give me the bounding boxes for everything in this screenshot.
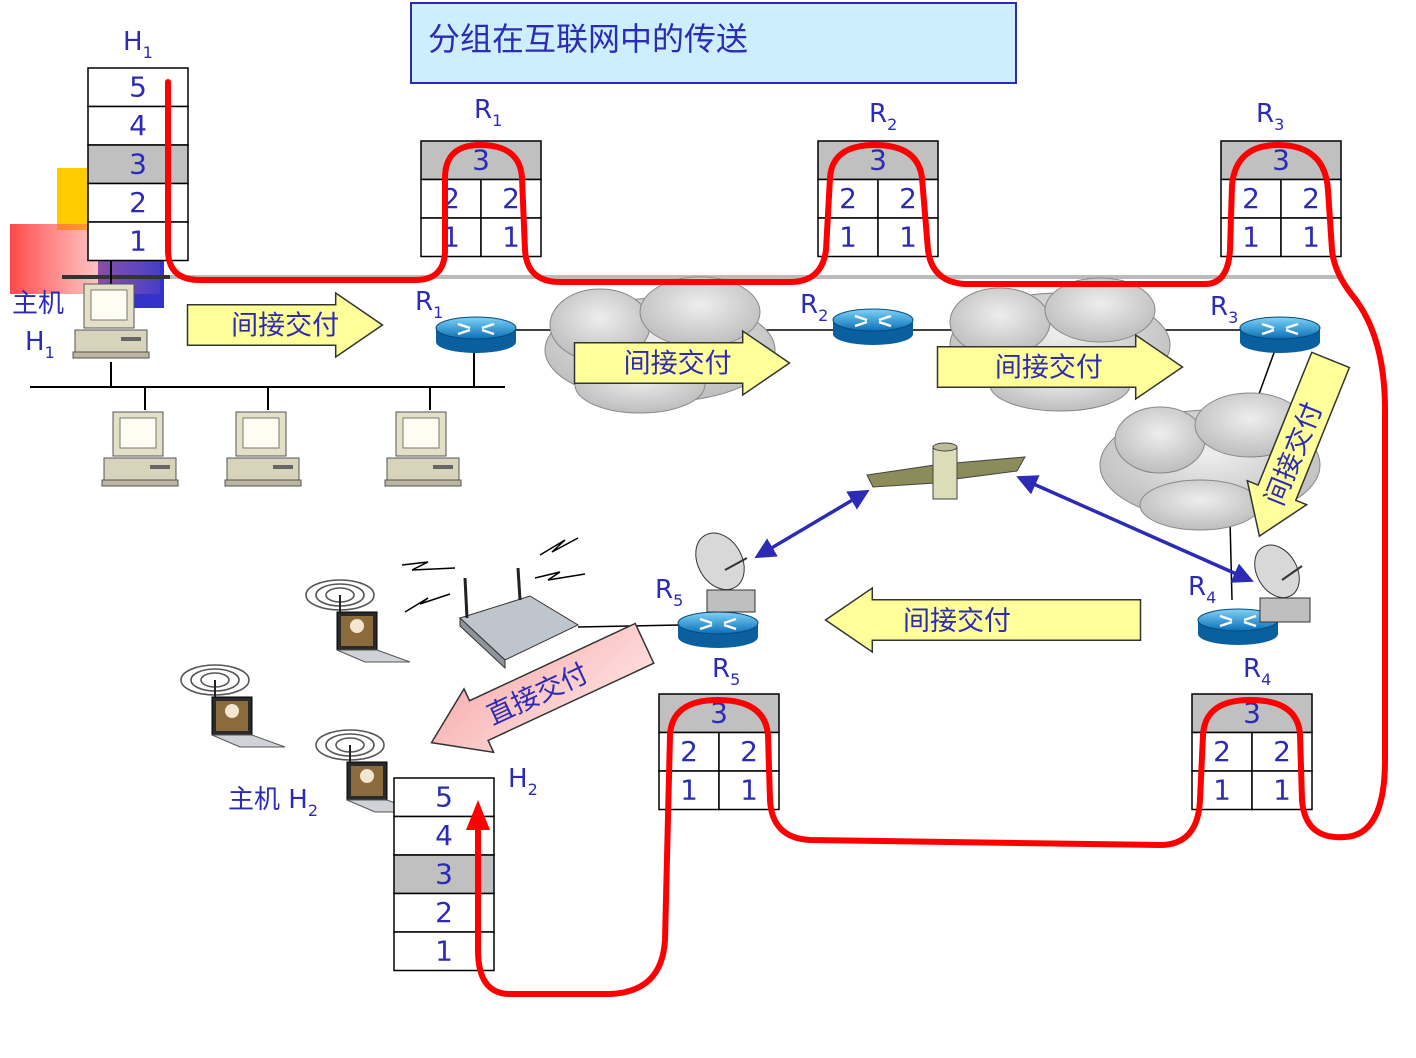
layer-number: 1 xyxy=(1302,220,1320,253)
layer-number: 2 xyxy=(1213,735,1231,768)
layer-number: 1 xyxy=(435,934,453,967)
indirect-delivery-arrow-3-label: 间接交付 xyxy=(995,353,1103,384)
layer-number: 3 xyxy=(710,696,728,729)
layer-number: 3 xyxy=(1272,143,1290,176)
wireless-access-point-icon xyxy=(459,567,580,670)
dish-antenna-icon-r4 xyxy=(1254,544,1311,623)
layer-number: 4 xyxy=(129,109,147,142)
router-stack-label: R1 xyxy=(474,95,502,130)
router-icon-label: R1 xyxy=(415,287,443,322)
indirect-delivery-arrow-5: 间接交付 xyxy=(824,586,1142,654)
indirect-delivery-arrow-2: 间接交付 xyxy=(573,329,791,397)
layer-number: 1 xyxy=(1213,773,1231,806)
host-labels: H1 主机 H1 H2 主机 H2 xyxy=(12,27,538,820)
indirect-delivery-arrow-2-label: 间接交付 xyxy=(624,349,732,380)
diagram-title: 分组在互联网中的传送 xyxy=(428,20,749,58)
packet-path-arrowhead xyxy=(466,800,490,830)
router-icon-label: R4 xyxy=(1188,572,1216,607)
layer-number: 2 xyxy=(839,182,857,215)
host1-computer-icon xyxy=(72,283,150,359)
router-icon-label: R5 xyxy=(655,575,683,610)
laptops xyxy=(180,579,421,813)
satellite-icon xyxy=(866,442,1026,500)
computers xyxy=(72,283,462,487)
layer-number: 1 xyxy=(502,220,520,253)
host1-stack-label: H1 xyxy=(123,27,153,62)
layer-number: 3 xyxy=(869,143,887,176)
host1-protocol-stack: 5 4 3 2 1 xyxy=(87,67,189,262)
host1-caption-main: 主机 xyxy=(12,289,64,319)
layer-number: 3 xyxy=(435,857,453,890)
layer-number: 1 xyxy=(1242,220,1260,253)
layer-number: 5 xyxy=(435,780,453,813)
lightning-icons xyxy=(401,537,586,613)
layer-number: 3 xyxy=(472,143,490,176)
layer-number: 2 xyxy=(899,182,917,215)
layer-number: 2 xyxy=(435,896,453,929)
host1-caption-h: H1 xyxy=(25,327,55,362)
router-icon xyxy=(435,316,517,353)
indirect-delivery-arrow-1: 间接交付 xyxy=(186,291,384,359)
indirect-delivery-arrow-3: 间接交付 xyxy=(936,333,1184,401)
router-stack-label: R2 xyxy=(869,99,897,134)
layer-number: 4 xyxy=(435,819,453,852)
lan-computer-icon xyxy=(384,411,462,487)
router-stack-label: R3 xyxy=(1256,99,1284,134)
layer-number: 1 xyxy=(740,773,758,806)
router-icon xyxy=(1197,608,1279,645)
router-icon xyxy=(1239,316,1321,353)
layer-number: 2 xyxy=(129,186,147,219)
indirect-delivery-arrow-5-label: 间接交付 xyxy=(903,606,1011,637)
layer-number: 1 xyxy=(899,220,917,253)
layer-number: 2 xyxy=(1242,182,1260,215)
host2-caption: 主机 H2 xyxy=(228,785,318,820)
lan-computer-icon xyxy=(224,411,302,487)
router-icon-label: R2 xyxy=(800,290,828,325)
layer-number: 2 xyxy=(1302,182,1320,215)
packet-path xyxy=(165,79,1388,997)
indirect-delivery-arrow-1-label: 间接交付 xyxy=(231,311,339,342)
router-stack-label: R4 xyxy=(1243,654,1271,689)
title-box: 分组在互联网中的传送 xyxy=(410,2,1017,84)
lan-computer-icon xyxy=(101,411,179,487)
router-icon xyxy=(832,308,914,345)
dish-antenna-icon-r5 xyxy=(695,532,756,613)
layer-number: 3 xyxy=(1243,696,1261,729)
layer-number: 1 xyxy=(129,224,147,257)
layer-number: 5 xyxy=(129,70,147,103)
wireless-laptop-icon xyxy=(305,579,411,663)
wireless-laptop-icon xyxy=(315,729,421,813)
router-icon-label: R3 xyxy=(1210,292,1238,327)
layer-number: 1 xyxy=(839,220,857,253)
delivery-arrows: 间接交付间接交付间接交付间接交付间接交付直接交付 xyxy=(186,291,1351,754)
layer-number: 2 xyxy=(1273,735,1291,768)
satellite-links xyxy=(754,475,1254,583)
layer-number: 2 xyxy=(502,182,520,215)
layer-number: 1 xyxy=(1273,773,1291,806)
router-icons xyxy=(435,308,1321,648)
router-icon xyxy=(677,611,759,648)
layer-number: 1 xyxy=(680,773,698,806)
wireless-laptop-icon xyxy=(180,664,286,748)
router-stack-label: R5 xyxy=(712,654,740,689)
layer-number: 2 xyxy=(740,735,758,768)
layer-number: 3 xyxy=(129,147,147,180)
layer-number: 2 xyxy=(680,735,698,768)
host2-stack-label: H2 xyxy=(508,764,538,799)
